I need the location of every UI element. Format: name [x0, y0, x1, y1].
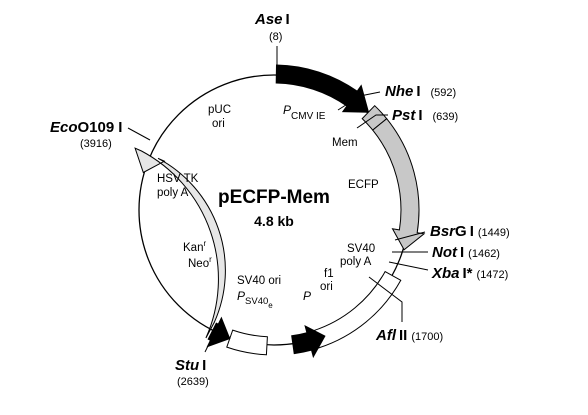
sv40polya-line1: SV40 [347, 243, 375, 255]
p-sv40e-segment [206, 316, 231, 348]
bsrg-tick [394, 231, 426, 241]
eco-name2: O109 [78, 119, 115, 136]
hsvtk-line1: HSV TK [157, 173, 199, 185]
psv40e-sub: SV40 [245, 296, 268, 307]
puc-line2: ori [212, 118, 225, 130]
sv40polya-line2: poly A [340, 256, 372, 268]
ase-name: Ase [254, 11, 283, 28]
site-ticks [127, 46, 429, 353]
f1ori-line2: ori [320, 281, 333, 293]
xba-roman: I* [463, 265, 473, 282]
stu-pos: (2639) [177, 376, 209, 388]
stu-roman: I [202, 357, 206, 374]
ase-roman: I [286, 11, 290, 28]
ecfp-segment [371, 117, 426, 251]
eco-pos: (3916) [80, 138, 112, 150]
nhe-pos: (592) [431, 87, 457, 99]
neo-text: Neo [188, 258, 209, 270]
neo-label: Neor [188, 255, 212, 270]
mem-label: Mem [332, 137, 358, 149]
not-name: Not [432, 244, 458, 261]
plasmid-size: 4.8 kb [254, 213, 294, 229]
f1ori-line1: f1 [324, 268, 334, 280]
bsrg-name2: G [455, 223, 467, 240]
nhe-name: Nhe [385, 83, 413, 100]
plasmid-name: pECFP-Mem [218, 187, 330, 208]
pcmv-sub: CMV IE [291, 111, 326, 122]
bsrg-roman: I [470, 223, 474, 240]
afl-name: Afl [375, 327, 397, 344]
sv40ori-label: SV40 ori [237, 275, 281, 287]
feature-segments [134, 64, 426, 359]
afl-pos: (1700) [411, 331, 443, 343]
nhe-roman: I [416, 83, 420, 100]
pst-pos: (639) [433, 111, 459, 123]
xba-pos: (1472) [477, 269, 509, 281]
pcmv-p: P [283, 103, 291, 117]
psv40e-label: PSV40e [237, 289, 273, 310]
afl-roman: II [399, 327, 407, 344]
pst-name: Pst [392, 107, 416, 124]
not-roman: I [460, 244, 464, 261]
psv40e-subsub: e [268, 301, 273, 310]
ase-pos: (8) [269, 31, 282, 43]
pcmv-label: PCMV IE [283, 103, 326, 122]
kan-sup: r [203, 239, 206, 248]
bsrg-pos: (1449) [478, 227, 510, 239]
eco-roman: I [118, 119, 122, 136]
stu-name: Stu [175, 357, 199, 374]
hsvtk-line2: poly A [157, 187, 189, 199]
pcmv-ie-segment [275, 64, 370, 113]
neo-sup: r [209, 255, 212, 264]
nhe-tick [337, 91, 381, 111]
eco-tick [127, 127, 151, 141]
kan-text: Kan [183, 242, 203, 254]
puc-line1: pUC [208, 104, 231, 116]
afl-tick [368, 276, 403, 322]
pst-roman: I [418, 107, 422, 124]
pst-tick [356, 114, 388, 129]
kan-neo-segment [134, 147, 226, 339]
xba-tick [388, 261, 429, 271]
kan-label: Kanr [183, 239, 206, 254]
not-pos: (1462) [468, 248, 500, 260]
stu-tick [204, 321, 221, 353]
eco-name: Eco [50, 119, 78, 136]
xba-name: Xba [431, 265, 460, 282]
psv40e-p: P [237, 289, 245, 303]
p-small-label: P [303, 289, 311, 303]
p-promoter-segment [291, 324, 326, 359]
sv40-ori-segment [226, 329, 268, 356]
bsrg-name: Bsr [430, 223, 456, 240]
ecfp-label: ECFP [348, 179, 379, 191]
